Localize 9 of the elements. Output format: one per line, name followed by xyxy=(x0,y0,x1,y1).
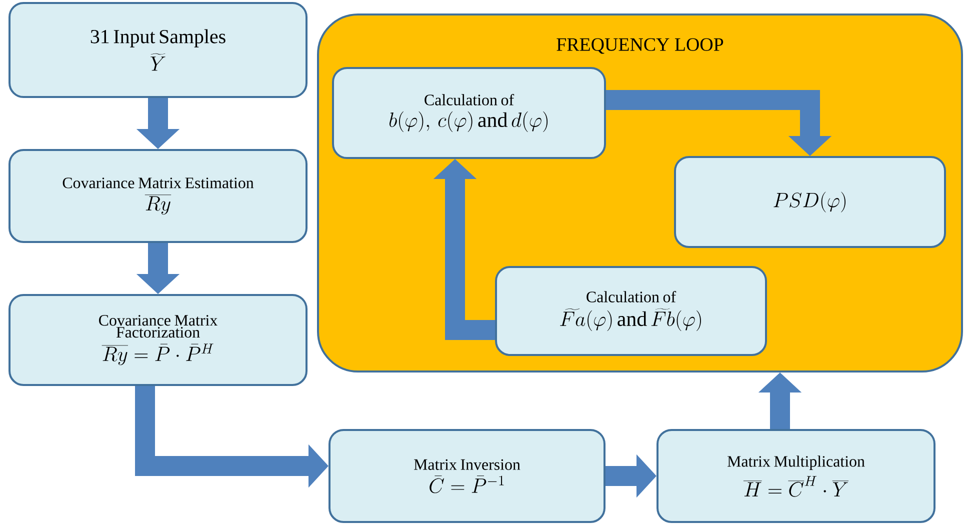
panel-title: FREQUENCY LOOP xyxy=(556,38,724,54)
process-box: Calculation of $\widetilde{Fa}(\varphi)\ \mathrm{and}\ \widetilde{Fb}(\varphi)$ xyxy=(495,266,767,356)
process-box: 31 Input Samples $\widetilde{Y}$ xyxy=(8,2,308,98)
process-box: Covariance Matrix Factorization $\overline{Ry} = \bar{P} \cdot \bar{P}^{H}$ xyxy=(8,294,308,386)
process-box: Matrix Multiplication $\overline{H} = \overline{C}^{H} \cdot \overline{Y}$ xyxy=(656,429,936,523)
process-box: $PSD(\varphi)$ xyxy=(674,156,946,248)
process-box: Covariance Matrix Estimation $\overline{Ry}$ xyxy=(8,149,308,243)
process-box: Calculation of $b(\varphi),\, c(\varphi)\ \mathrm{and}\ d(\varphi)$ xyxy=(332,67,606,159)
process-box: Matrix Inversion $\bar{C} = \bar{P}^{-1}$ xyxy=(328,429,606,523)
